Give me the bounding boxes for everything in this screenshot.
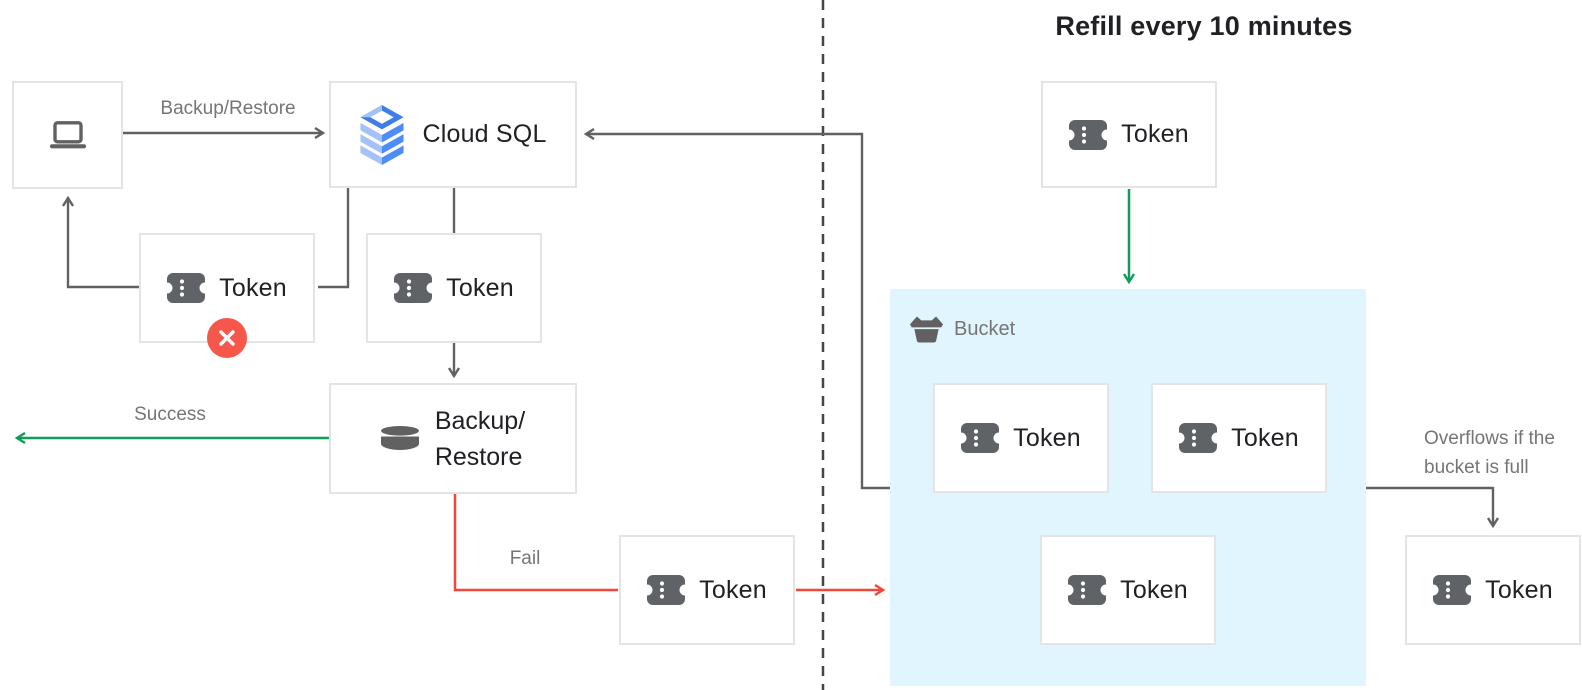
refill-token-box: Token [1041, 81, 1217, 188]
edge-bucket-to-cloudsql [583, 127, 890, 490]
edge-rejected-token-to-client [61, 195, 139, 289]
bucket-label: Bucket [954, 318, 1016, 340]
laptop-icon [49, 121, 86, 149]
refill-title: Refill every 10 minutes [1055, 11, 1353, 41]
bucket-token-box-1: Token [933, 383, 1109, 493]
x-circle-icon [207, 318, 247, 358]
token-icon [1069, 119, 1108, 150]
edge-fail [453, 493, 618, 592]
token-icon [394, 273, 433, 303]
edge-label-overflow: Overflows if the bucket is full [1424, 428, 1555, 478]
token-label: Token [446, 273, 514, 302]
cloud-sql-icon [360, 104, 405, 165]
overflow-token-box: Token [1405, 535, 1581, 645]
token-label: Token [1013, 423, 1081, 452]
client-node-box [12, 81, 123, 189]
token-label: Token [1120, 575, 1188, 604]
token-icon [167, 273, 206, 303]
token-label: Token [1485, 575, 1553, 604]
bucket-header: Bucket [910, 315, 1015, 344]
x-icon [219, 330, 235, 346]
token-icon [647, 575, 686, 605]
cloud-sql-label: Cloud SQL [422, 120, 547, 148]
token-icon [1068, 575, 1107, 605]
bucket-token-box-2: Token [1151, 383, 1327, 493]
consumed-token-box: Token [366, 233, 542, 343]
edge-label-fail: Fail [509, 548, 541, 569]
backup-restore-label: Backup/ Restore [434, 406, 526, 471]
backup-restore-node-box: Backup/ Restore [329, 383, 577, 494]
token-icon [1433, 575, 1472, 605]
token-label: Token [1121, 120, 1189, 148]
token-label: Token [1231, 423, 1299, 452]
token-icon [1179, 423, 1218, 453]
token-label: Token [699, 575, 767, 604]
fail-token-box: Token [619, 535, 795, 645]
edge-cloudsql-to-rejected-token [318, 187, 350, 289]
database-icon [380, 426, 419, 450]
token-icon [961, 423, 1000, 453]
token-label: Token [219, 273, 287, 302]
edge-bucket-overflow [1366, 486, 1500, 529]
cloud-sql-node-box: Cloud SQL [329, 81, 577, 188]
bucket-token-box-3: Token [1040, 535, 1216, 645]
edge-label-success: Success [134, 404, 206, 425]
bucket-icon [910, 316, 943, 343]
edge-label-request: Backup/Restore [160, 98, 296, 119]
